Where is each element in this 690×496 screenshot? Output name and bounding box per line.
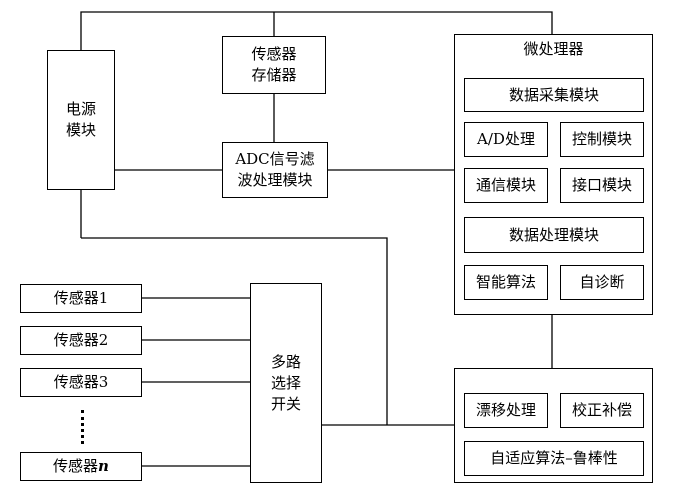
sensor-memory-label: 传感器 存储器 (251, 45, 297, 84)
control-module-box: 控制模块 (560, 122, 644, 157)
lower-bus-line (81, 237, 388, 425)
power-module-box: 电源 模块 (47, 50, 115, 190)
adc-filter-box: ADC信号滤 波处理模块 (222, 142, 328, 198)
sensor-memory-box: 传感器 存储器 (222, 36, 326, 94)
sensor-n-label: 传感器n (53, 457, 109, 475)
sensor-n-box: 传感器n (20, 452, 142, 481)
sensor-1-box: 传感器1 (20, 284, 142, 313)
interface-module-box: 接口模块 (560, 168, 644, 203)
sensor-ellipsis (81, 410, 85, 444)
adc-filter-label: ADC信号滤 波处理模块 (235, 150, 315, 189)
adaptive-algorithm-label: 自适应算法–鲁棒性 (490, 449, 618, 467)
multiplexer-switch-label: 多路 选择 开关 (270, 352, 301, 413)
communication-module-label: 通信模块 (475, 176, 536, 194)
smart-algorithm-box: 智能算法 (464, 265, 548, 300)
self-diagnosis-label: 自诊断 (579, 273, 625, 291)
sensor-2-box: 传感器2 (20, 326, 142, 355)
adaptive-algorithm-box: 自适应算法–鲁棒性 (464, 441, 644, 476)
power-module-label: 电源 模块 (65, 100, 96, 139)
microprocessor-title: 微处理器 (523, 40, 584, 58)
multiplexer-switch-box: 多路 选择 开关 (250, 283, 322, 483)
ad-processing-label: A/D处理 (477, 130, 535, 148)
data-processing-label: 数据处理模块 (508, 225, 599, 244)
calibration-compensation-box: 校正补偿 (560, 393, 644, 428)
smart-algorithm-label: 智能算法 (475, 273, 536, 291)
drift-processing-label: 漂移处理 (475, 401, 536, 419)
sensor-3-box: 传感器3 (20, 368, 142, 397)
self-diagnosis-box: 自诊断 (560, 265, 644, 300)
sensor-1-label: 传感器1 (53, 289, 109, 307)
data-processing-box: 数据处理模块 (464, 217, 644, 253)
data-acquisition-label: 数据采集模块 (508, 85, 599, 104)
top-bus-line (80, 11, 553, 50)
interface-module-label: 接口模块 (571, 176, 632, 194)
communication-module-box: 通信模块 (464, 168, 548, 203)
sensor-3-label: 传感器3 (53, 373, 109, 391)
sensor-2-label: 传感器2 (53, 331, 109, 349)
control-module-label: 控制模块 (571, 130, 632, 148)
calibration-compensation-label: 校正补偿 (571, 401, 632, 419)
ad-processing-box: A/D处理 (464, 122, 548, 157)
data-acquisition-box: 数据采集模块 (464, 78, 644, 112)
drift-processing-box: 漂移处理 (464, 393, 548, 428)
